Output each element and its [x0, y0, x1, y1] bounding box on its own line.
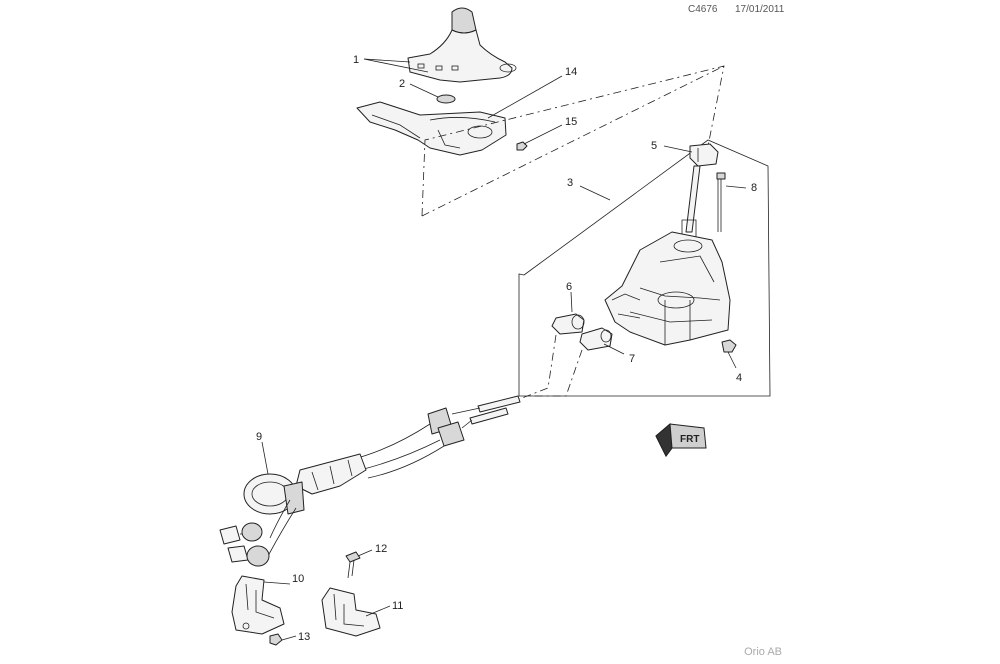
callout-4: 4 [736, 372, 742, 384]
shift-cable-assembly [243, 395, 521, 557]
housing-nut [721, 339, 737, 353]
callout-3: 3 [567, 177, 573, 189]
front-direction-arrow: FRT [655, 422, 707, 457]
cable-clip-upper [551, 313, 585, 335]
callout-10: 10 [292, 573, 304, 585]
callout-5: 5 [651, 140, 657, 152]
console-tray [356, 101, 507, 156]
support-bracket [321, 587, 381, 637]
bushing-part [436, 94, 456, 104]
shifter-housing [604, 231, 731, 346]
callout-2: 2 [399, 78, 405, 90]
callout-1: 1 [353, 54, 359, 66]
callout-14: 14 [565, 66, 577, 78]
callout-labels: 1 2 14 15 5 3 8 6 7 4 9 12 10 11 13 [256, 54, 757, 643]
diagram-date: 17/01/2011 [735, 4, 785, 15]
callout-6: 6 [566, 281, 572, 293]
bracket-nut [269, 633, 283, 646]
diagram-code: C4676 [688, 4, 718, 15]
brand-label: Orio AB [744, 646, 782, 658]
callout-12: 12 [375, 543, 387, 555]
callout-15: 15 [565, 116, 577, 128]
gear-knob-boot [407, 7, 517, 83]
frt-label: FRT [680, 434, 699, 445]
leader-lines [261, 58, 747, 641]
lever-top-block [689, 143, 719, 167]
callout-7: 7 [629, 353, 635, 365]
long-bolt [716, 172, 726, 232]
shift-lever-rod [681, 165, 701, 241]
transmission-bracket [231, 575, 285, 635]
cable-clip-lower [579, 327, 613, 351]
bracket-bolt [345, 551, 361, 579]
callout-13: 13 [298, 631, 310, 643]
callout-9: 9 [256, 431, 262, 443]
cable-end-fittings [219, 522, 270, 567]
callout-11: 11 [392, 600, 403, 612]
callout-8: 8 [751, 182, 757, 194]
